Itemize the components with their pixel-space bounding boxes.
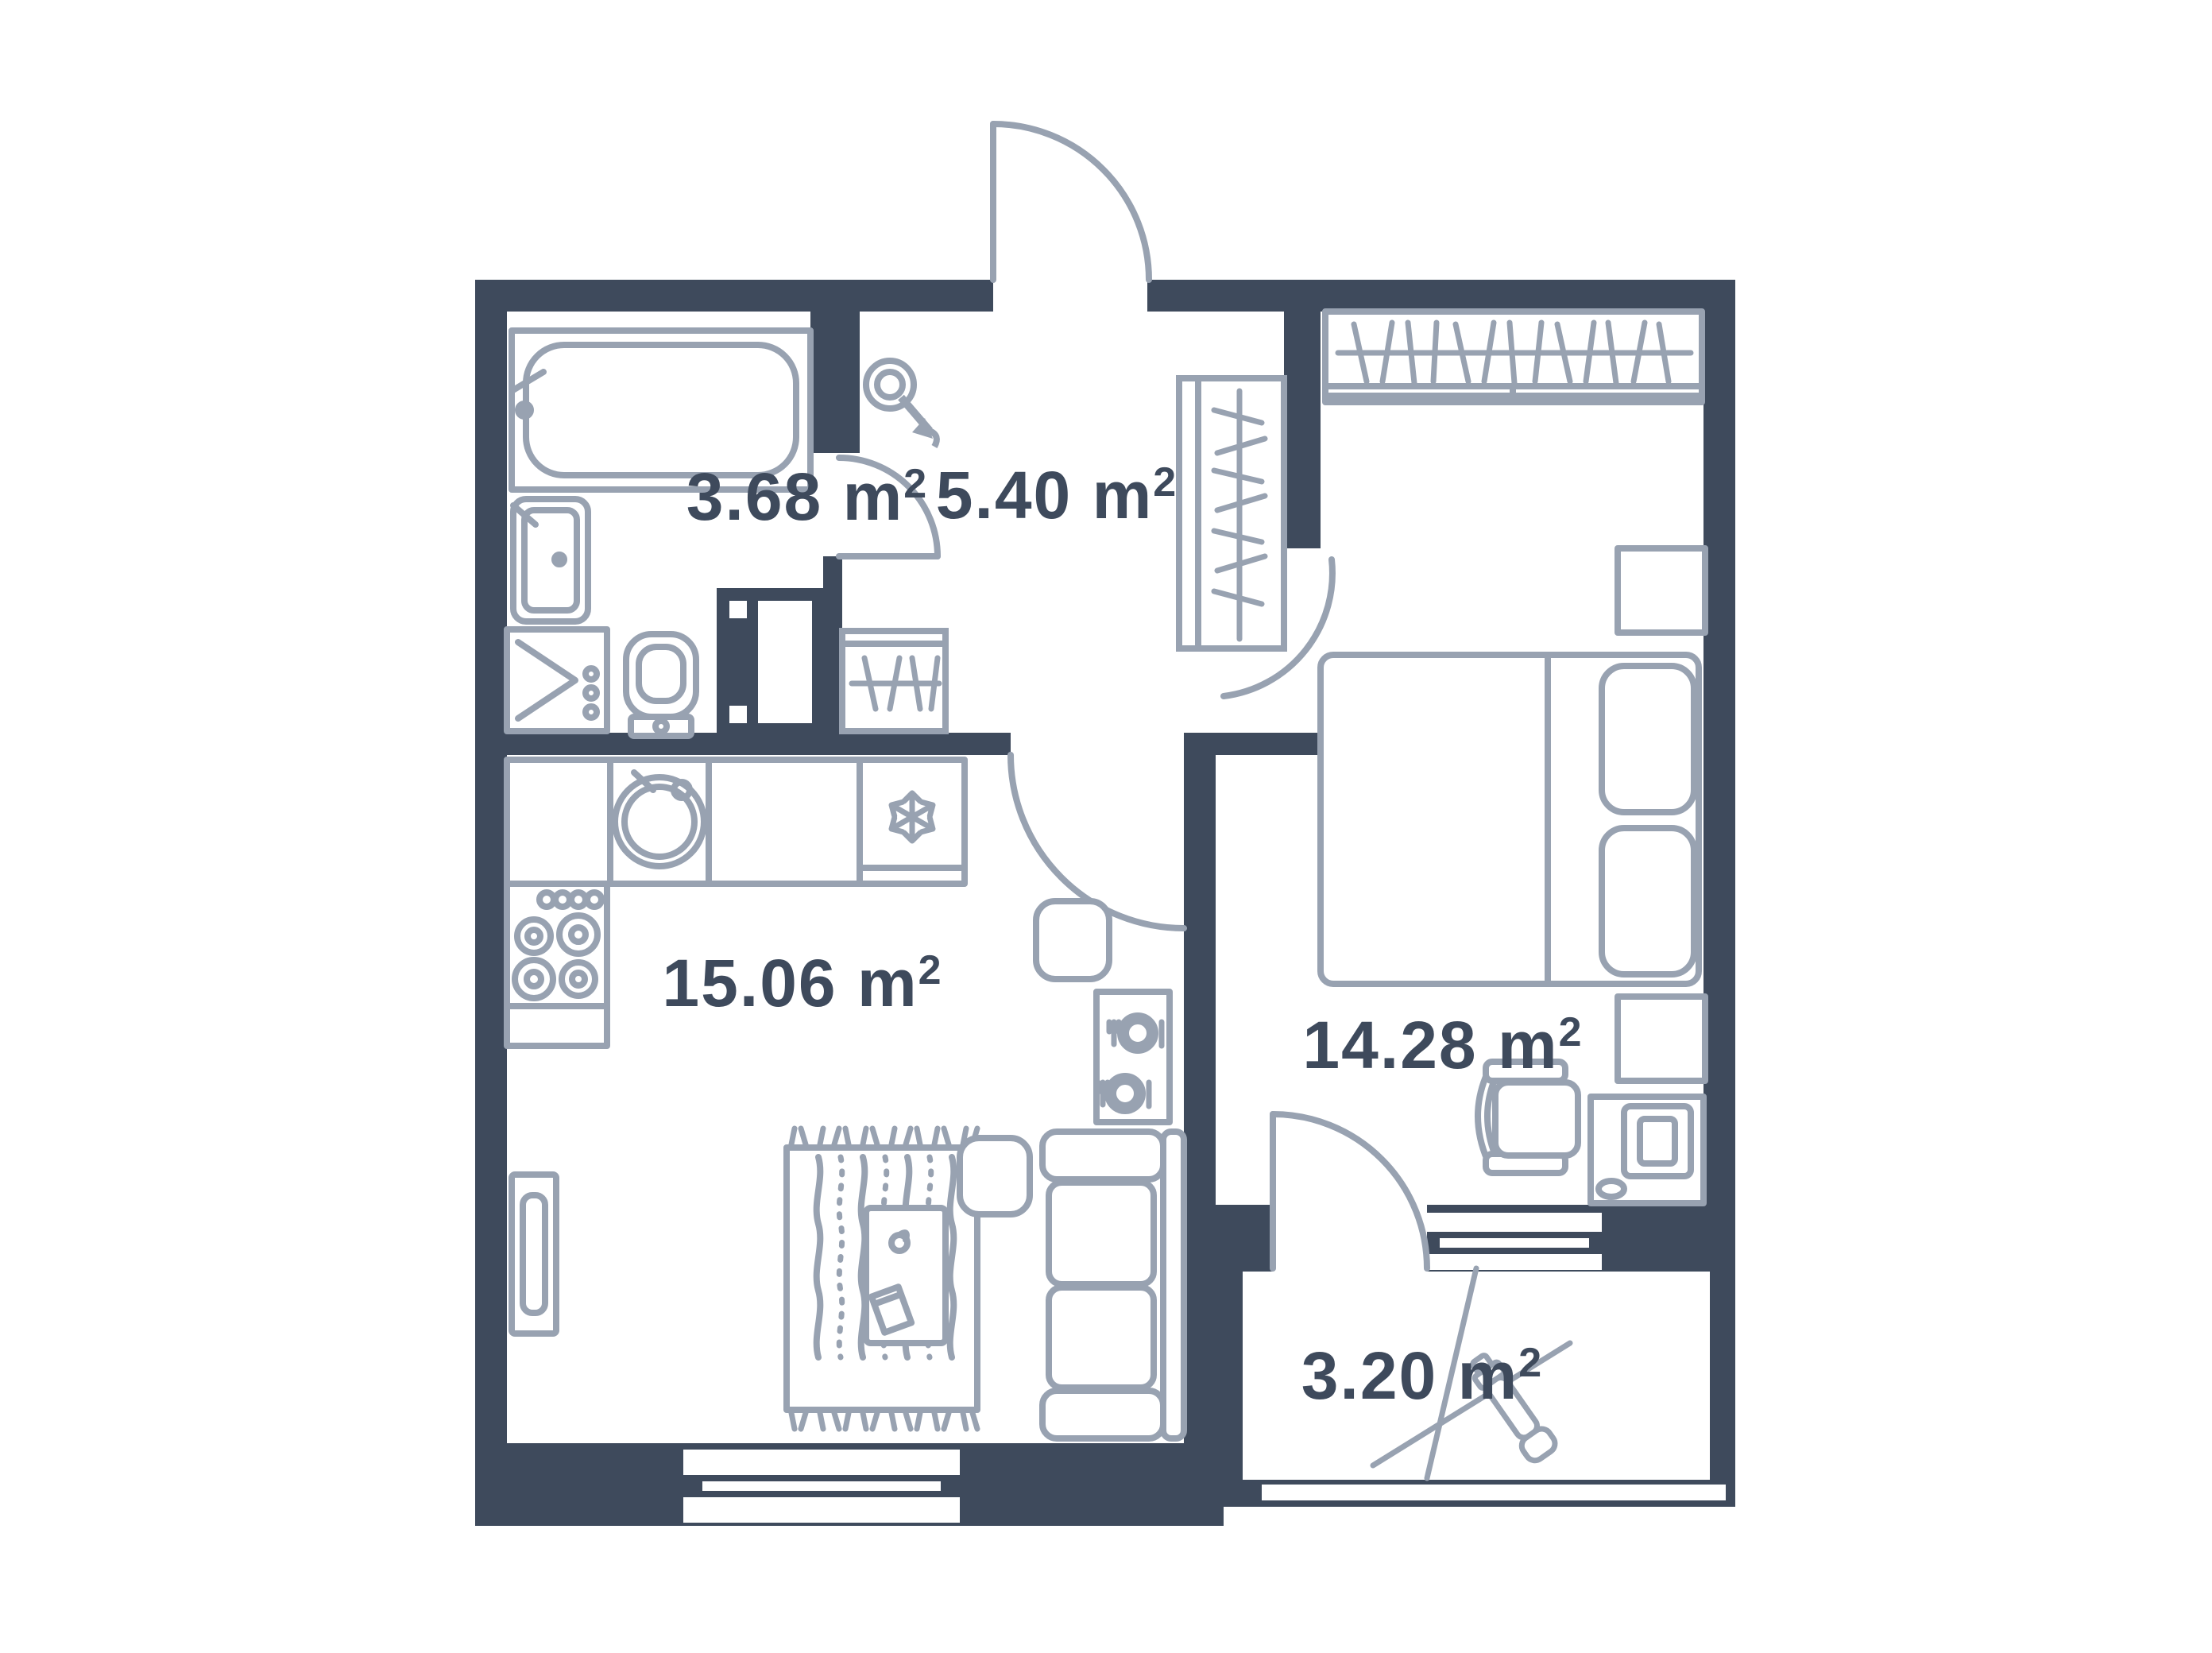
kitchen-sink [612, 769, 707, 869]
dining-chair [957, 1135, 1033, 1217]
burner [559, 959, 598, 999]
double-bed [1317, 652, 1702, 987]
rug-fringe [788, 1410, 980, 1432]
shaft-cutout [729, 601, 747, 618]
bedroom-window [1440, 1238, 1589, 1248]
radiator [509, 1171, 559, 1337]
fridge-snowflake-icon [888, 790, 936, 844]
bathroom-door [836, 455, 941, 559]
chair-backrest [1475, 1070, 1491, 1163]
bathroom-sink [510, 496, 591, 625]
wall-bath-hall-stub [823, 556, 842, 588]
nightstand [1615, 993, 1708, 1084]
monitor-screen [1637, 1116, 1678, 1167]
sink-faucet [510, 502, 539, 528]
wall-hall-living [1184, 733, 1321, 755]
room-label-bedroom: 14.28 m2 [1302, 1008, 1583, 1082]
place-setting [1106, 1012, 1165, 1054]
wall-living-bedroom [1184, 755, 1216, 1205]
place-setting [1095, 1073, 1152, 1114]
room-label-kitchen-living: 15.06 m2 [662, 946, 942, 1020]
dining-table [1093, 989, 1173, 1125]
wall-bedroom-south-left [1184, 1205, 1273, 1272]
dining-chair [1033, 898, 1112, 982]
balcony-door-arc [1270, 1111, 1430, 1272]
mouse [1595, 1178, 1627, 1200]
balcony-door [1270, 1111, 1430, 1272]
room-label-bathroom: 3.68 m2 [686, 459, 928, 534]
hall-wardrobe-horizontal [839, 628, 949, 734]
wall-bedroom-south-right [1602, 1205, 1735, 1272]
vacuum-cleaner [1470, 1353, 1558, 1464]
kitchen-window [702, 1481, 941, 1491]
bedroom-wardrobe [1322, 308, 1705, 405]
nightstand [1615, 545, 1708, 636]
wall-bath-kitchen [475, 733, 1011, 755]
wall-top-left [475, 280, 993, 312]
bathtub-drain [515, 401, 534, 420]
kitchen-faucet [631, 769, 656, 793]
chair-backrest [1484, 1074, 1499, 1159]
wall-balcony-right [1710, 1272, 1735, 1507]
doors [836, 121, 1430, 1272]
rug-fringe [788, 1125, 980, 1148]
sofa-armrest [1039, 1388, 1166, 1442]
desk [1587, 1094, 1707, 1206]
wall-openings [683, 601, 1726, 1523]
kitchen-counter [504, 757, 968, 887]
coffee-table [863, 1205, 949, 1346]
bedroom-window [1427, 1254, 1602, 1270]
sofa-armrest [1039, 1128, 1166, 1183]
burner [556, 912, 601, 957]
balcony-glazing [1262, 1485, 1726, 1500]
toilet [623, 631, 699, 739]
hangers [1351, 319, 1672, 386]
bathtub-faucet [509, 369, 547, 394]
bathtub [509, 327, 814, 493]
room-label-hallway: 5.40 m2 [936, 458, 1178, 532]
balcony-floor-lines [1370, 1265, 1573, 1481]
wall-bath-hall-upper [810, 312, 860, 453]
kitchen-window [683, 1497, 960, 1523]
room-label-balcony: 3.20 m2 [1301, 1338, 1543, 1413]
wall-balcony-left [1224, 1272, 1243, 1507]
wall-left [475, 280, 507, 1526]
kitchen-window [683, 1450, 960, 1475]
bathroom-door-arc [836, 455, 941, 559]
wall-right [1703, 280, 1735, 1272]
burner [512, 957, 556, 1001]
hangers [1211, 407, 1268, 607]
balcony-items [1370, 1265, 1573, 1481]
sofa-backrest [1160, 1128, 1187, 1442]
hangers [861, 655, 941, 712]
bedroom-door-arc [1220, 556, 1336, 699]
stove [504, 881, 610, 1049]
desk-chair [1475, 1059, 1581, 1176]
wall-hall-bedroom [1284, 312, 1321, 548]
sofa [1039, 1128, 1187, 1442]
washing-machine [504, 626, 610, 734]
burner [514, 916, 554, 956]
entrance-door-arc [990, 121, 1152, 283]
sofa-cushion [1046, 1284, 1157, 1391]
wall-top-right [1147, 280, 1735, 312]
entry-pointer-icon [863, 358, 940, 448]
shaft-cutout [758, 601, 812, 723]
bedroom-window [1427, 1213, 1602, 1232]
pillow [1599, 663, 1697, 815]
living-room-door-arc [1007, 752, 1187, 931]
hall-wardrobe-vertical [1176, 375, 1287, 652]
entrance-door [990, 121, 1152, 283]
chair-seat [1492, 1079, 1581, 1159]
sofa-cushion [1046, 1179, 1157, 1287]
shaft-cutout [729, 706, 747, 723]
pillow [1599, 825, 1697, 977]
